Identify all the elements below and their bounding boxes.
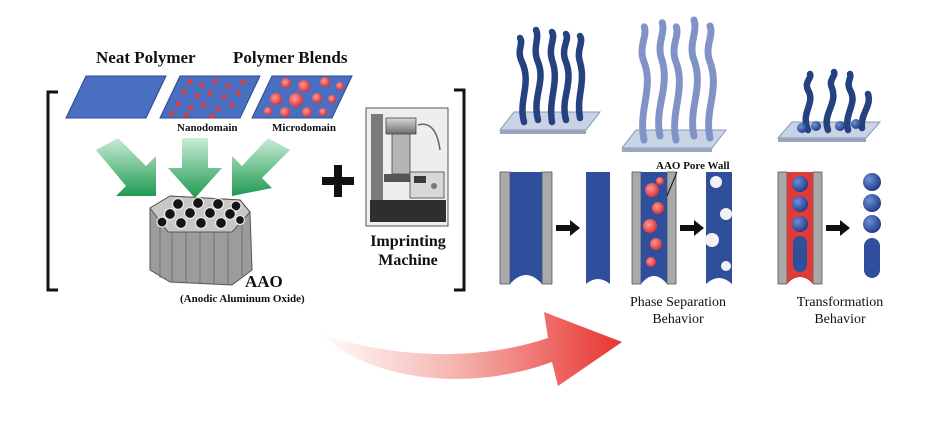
transformation-label: Transformation Behavior (770, 294, 910, 328)
left-bracket (46, 90, 58, 292)
neat-pore-and-rod (499, 171, 610, 285)
collapsed-brushes (776, 68, 882, 142)
imprinting-line-2: Machine (378, 252, 438, 269)
transform-line-1: Transformation (796, 295, 884, 310)
neat-polymer-film (65, 75, 167, 119)
phase-line-1: Phase Separation (629, 295, 727, 310)
polymer-blends-label: Polymer Blends (233, 48, 348, 67)
aao-label: AAO (245, 272, 283, 291)
microdomain-label: Microdomain (272, 122, 336, 134)
imprinting-machine-label: Imprinting Machine (358, 232, 458, 270)
right-bracket (454, 88, 466, 292)
transform-pore-and-rod (777, 171, 881, 285)
aao-template (149, 195, 253, 286)
aao-pore-wall-label: AAO Pore Wall (656, 160, 730, 172)
imprinting-line-1: Imprinting (370, 233, 446, 250)
transform-line-2: Behavior (814, 312, 866, 327)
arrow-3 (826, 220, 850, 236)
microdomain-film (251, 75, 353, 119)
aao-full-name-label: (Anodic Aluminum Oxide) (180, 293, 305, 305)
blend-polymer-brushes (620, 16, 728, 152)
arrow-2 (680, 220, 704, 236)
plus-icon (322, 165, 354, 197)
neat-polymer-brushes (498, 26, 602, 134)
neat-polymer-label: Neat Polymer (96, 48, 196, 67)
phase-line-2: Behavior (652, 312, 704, 327)
arrow-1 (556, 220, 580, 236)
nanodomain-film (159, 75, 261, 119)
imprinting-machine-photo (365, 107, 449, 227)
pore-wall-pointer (666, 171, 678, 197)
big-red-arrow (318, 312, 622, 386)
green-arrows (96, 138, 290, 198)
phase-separation-label: Phase Separation Behavior (608, 294, 748, 328)
blend-pore-and-rod (631, 171, 732, 285)
nanodomain-label: Nanodomain (177, 122, 238, 134)
